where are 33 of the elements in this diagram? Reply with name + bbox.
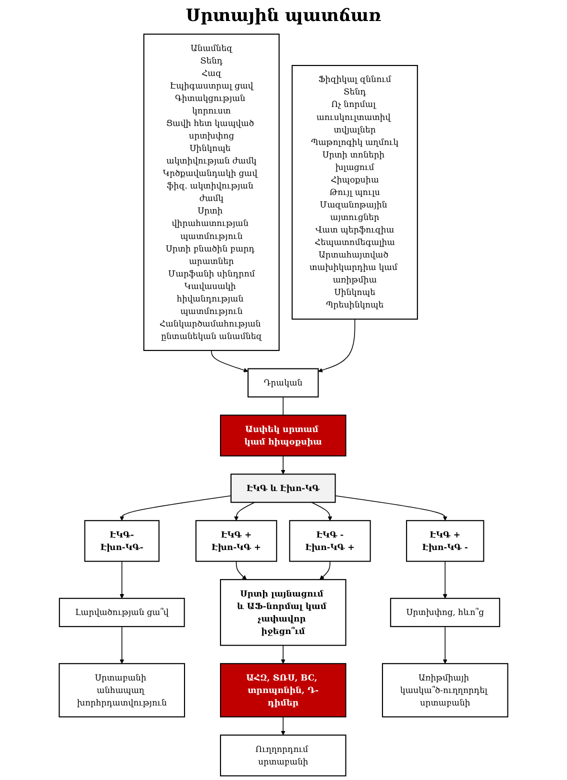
node-box: Սրտի լայնացում և ԱՖ-նորմալ կամ չափավոր իջեցո՞ւմ bbox=[220, 579, 346, 646]
arrow bbox=[280, 644, 286, 664]
node-box: Անամնեզ Տենդ Հազ Էպիգաստրալ ցավ Գիտակցության կորուստ Ցավի հետ կապված սրտխփոց Սինկոպե ակտիվության ժամկ Կրծքավանդակի ցավ ֆիզ. ակտիվության ժամկ Սրտի վիրահատության պատմություն Սրտի բնածին բարդ արատներ Մարֆանի սինդրոմ Կավասակի հիվանդության պատմություն Հանկարծամահության ընտանեկան անամնեզ bbox=[143, 34, 280, 351]
node-box: ԷԿԳ և Էխո-ԿԳ bbox=[230, 474, 336, 503]
node-box: ԱՀԶ, ՏՌՍ, BC, տրոպոնին, Դ-դիմեր bbox=[220, 663, 346, 718]
node-box: Դրական bbox=[248, 368, 319, 398]
arrow bbox=[320, 560, 330, 580]
node-box: ԷԿԳ + Էխո-ԿԳ - bbox=[406, 520, 484, 562]
arrow bbox=[211, 350, 248, 372]
arrow bbox=[334, 495, 448, 521]
arrow bbox=[280, 456, 286, 474]
node-box: Սրտաբանի անհապաղ խորհրդատվություն bbox=[58, 663, 186, 718]
arrow bbox=[311, 502, 332, 521]
arrow bbox=[280, 716, 286, 736]
node-box: Առիթմիայի կասկա՞ծ-ուղղորդել սրտաբանի bbox=[382, 663, 508, 718]
arrow bbox=[442, 560, 448, 599]
node-box: Լարվածության ցա՞վ bbox=[58, 598, 185, 628]
node-box: ԷԿԳ - Էխո-ԿԳ + bbox=[289, 520, 371, 562]
connector bbox=[282, 396, 284, 416]
arrow bbox=[120, 560, 124, 599]
node-box: Ասփեկ սրտամ կամ հիպօքսիա bbox=[220, 414, 346, 456]
arrow bbox=[318, 318, 356, 372]
arrow bbox=[120, 626, 124, 664]
node-box: Ֆիզիկալ զննում Տենդ Ոչ նորմալ աուսկուլտատիվ տվյալներ Պաթոլոգիկ աղմուկ Սրտի տոների խլացում Հիպօքսիա Թույլ պուլս Մազանոթային այտուցներ Վատ պերֆուզիա Հեպատոմեգալիա Արտահայտված տախիկարդիա կամ առիթմիա Սինկոպե Պրեսինկոպե bbox=[292, 64, 418, 320]
node-box: Ուղղորդում սրտաբանի bbox=[220, 734, 346, 776]
node-box: Սրտխփոց, հևո՞ց bbox=[390, 598, 500, 628]
arrow bbox=[120, 495, 232, 521]
arrow bbox=[236, 560, 247, 580]
arrow bbox=[234, 502, 256, 521]
diagram-title: Սրտային պատճառ bbox=[186, 6, 382, 26]
node-box: ԷԿԳ- Էխո-ԿԳ- bbox=[84, 520, 160, 562]
arrow bbox=[442, 626, 448, 664]
node-box: ԷԿԳ + Էխո-ԿԳ + bbox=[195, 520, 278, 562]
